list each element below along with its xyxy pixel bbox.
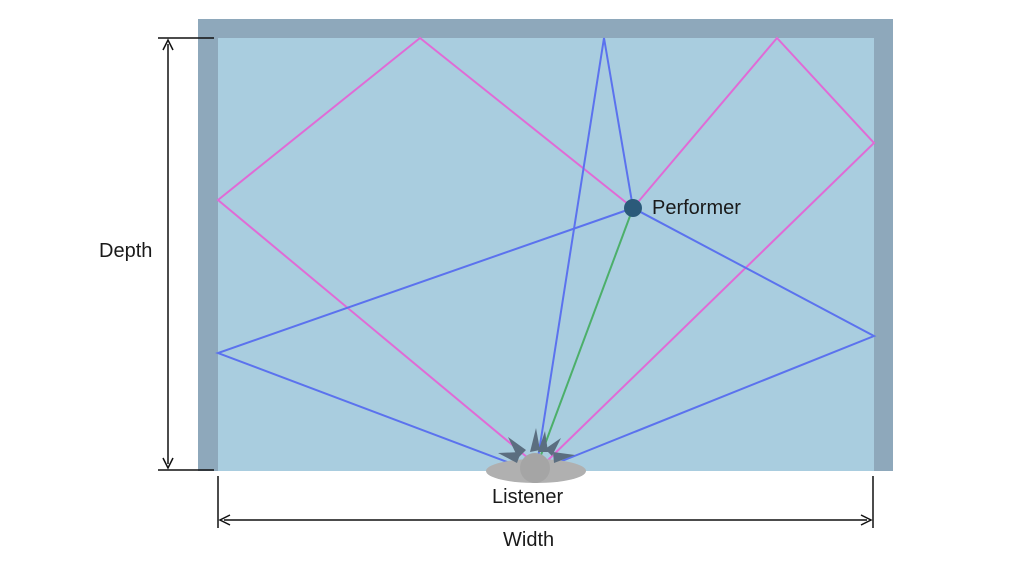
- width-arrow-right: [860, 514, 873, 526]
- width-arrow-left: [218, 514, 231, 526]
- arrowhead-right: [553, 452, 575, 463]
- width-dimension: [217, 476, 874, 528]
- pink-reflection-paths: [216, 36, 876, 464]
- depth-label: Depth: [99, 240, 152, 262]
- blue-path-top: [537, 37, 634, 459]
- room-interior: [218, 38, 874, 471]
- blue-reflection-paths: [215, 37, 877, 466]
- listener-head: [520, 453, 550, 483]
- blue-path-left: [215, 207, 634, 466]
- performer-label: Performer: [652, 197, 741, 219]
- depth-arrow-top: [162, 38, 174, 51]
- arrival-arrowheads: [498, 428, 575, 463]
- arrowhead-far-left: [498, 452, 521, 463]
- direct-path: [540, 207, 634, 456]
- performer-dot: [624, 199, 642, 217]
- pink-path-right: [544, 36, 876, 464]
- arrowhead-mid-right: [545, 438, 561, 456]
- arrowhead-center: [538, 431, 548, 452]
- arrowhead-mid-left: [530, 428, 540, 452]
- pink-path-left: [216, 36, 634, 464]
- depth-dimension: [158, 37, 214, 471]
- width-label: Width: [503, 529, 554, 551]
- blue-path-right: [551, 207, 877, 466]
- arrowhead-left: [508, 437, 526, 458]
- listener-label: Listener: [492, 486, 563, 508]
- depth-arrow-bottom: [162, 457, 174, 470]
